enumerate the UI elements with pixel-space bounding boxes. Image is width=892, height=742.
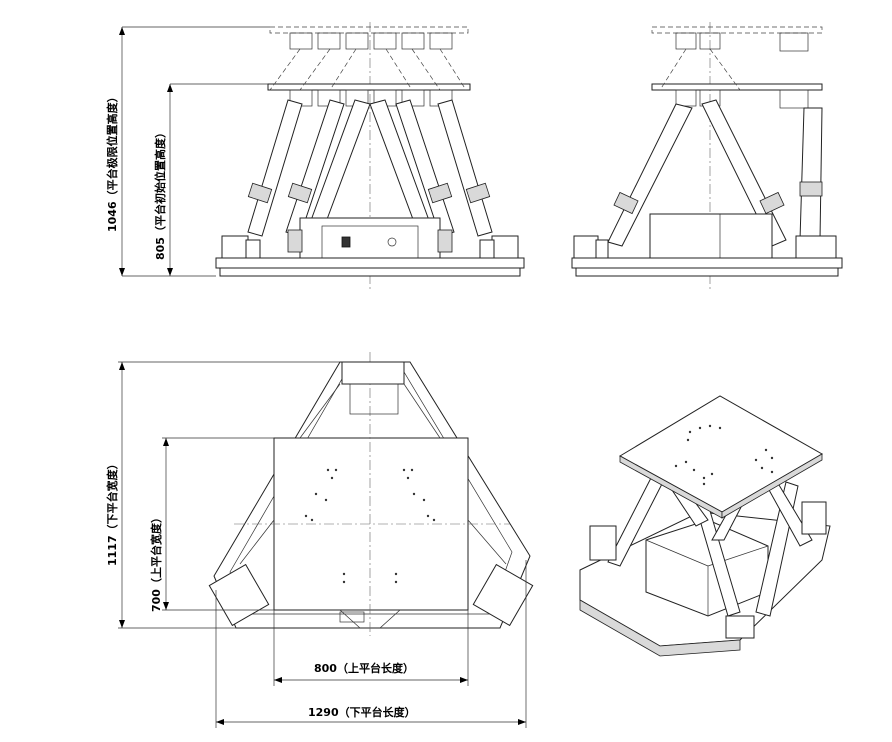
- front-dimension-lines: [119, 26, 270, 277]
- front-max-height-label: 1046（平台极限位置高度）: [105, 91, 119, 232]
- top-view: [208, 352, 534, 636]
- top-upper-width-label: 700（上平台宽度）: [149, 512, 163, 612]
- top-lower-length-label: 1290（下平台长度）: [308, 705, 416, 719]
- top-upper-length-label: 800（上平台长度）: [314, 661, 414, 675]
- side-view: [571, 22, 843, 292]
- top-lower-width-label: 1117（下平台宽度）: [105, 458, 119, 566]
- top-dimension-lines: [118, 361, 527, 728]
- isometric-view: [579, 395, 831, 657]
- front-view: [215, 22, 525, 292]
- front-init-height-label: 805（平台初始位置高度）: [153, 127, 167, 260]
